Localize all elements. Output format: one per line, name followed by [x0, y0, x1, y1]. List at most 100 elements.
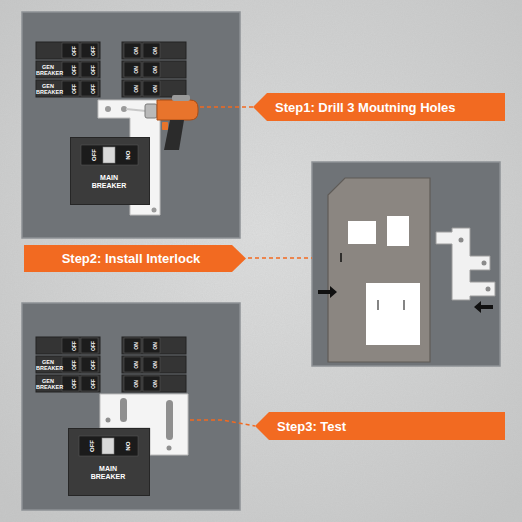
breaker-handle	[143, 357, 160, 372]
breaker-handle	[124, 357, 141, 372]
mark-line	[340, 253, 342, 262]
mounting-hole	[106, 418, 111, 423]
cover-cutout	[366, 283, 420, 345]
breaker-body	[36, 80, 100, 97]
breaker-handle	[143, 338, 160, 353]
breaker-label: GEN BREAKER	[36, 63, 60, 75]
switch-state: ON	[125, 442, 131, 451]
switch-state: OFF	[71, 46, 77, 56]
handle-state: ON	[124, 361, 142, 369]
handle-state: ON	[143, 361, 161, 369]
switch-state: OFF	[90, 360, 96, 370]
breaker-handle	[81, 43, 98, 58]
switch-state: OFF	[90, 341, 96, 351]
step-banner: Step3: Test	[255, 412, 505, 440]
breaker-handle	[81, 62, 98, 77]
drill-motor	[172, 95, 190, 101]
mounting-hole	[152, 208, 157, 213]
panel-cover	[328, 178, 430, 362]
push-arrow	[474, 301, 493, 313]
switch-state: OFF	[71, 84, 77, 94]
breaker-body	[36, 61, 100, 78]
step-label: Step2: Install Interlock	[62, 251, 201, 266]
switch-state: ON	[133, 361, 139, 369]
breaker-label: MAIN BREAKER	[85, 465, 131, 481]
breaker-body	[122, 80, 186, 97]
breaker-label: GEN BREAKER	[36, 358, 60, 370]
handle-state: OFF	[62, 84, 80, 94]
handle-state: ON	[143, 380, 161, 388]
switch-state: ON	[152, 47, 158, 55]
breaker-body	[122, 337, 186, 354]
switch-state: ON	[133, 342, 139, 350]
breaker-handle	[81, 376, 98, 391]
breaker-handle	[81, 81, 98, 96]
handle-state: OFF	[62, 341, 80, 351]
interlock-panel	[312, 162, 500, 366]
handle-state: ON	[143, 85, 161, 93]
switch-state: ON	[152, 380, 158, 388]
step-banner: Step2: Install Interlock	[24, 245, 246, 272]
switch-state: ON	[133, 47, 139, 55]
mounting-hole	[105, 106, 111, 112]
leader-line	[200, 106, 253, 108]
plate-slot	[166, 400, 173, 440]
handle-state: OFF	[62, 379, 80, 389]
switch-state: ON	[133, 66, 139, 74]
handle-state: OFF	[81, 84, 99, 94]
switch-state: OFF	[89, 440, 95, 452]
bracket-hole	[482, 261, 487, 266]
handle-state: OFF	[62, 360, 80, 370]
switch-state: OFF	[91, 149, 97, 161]
main-breaker: OFF ON MAIN BREAKER	[68, 428, 150, 496]
switch-state: ON	[125, 151, 131, 160]
breaker-label: GEN BREAKER	[36, 377, 60, 389]
handle-state: ON	[143, 342, 161, 350]
plate-slot	[120, 398, 127, 422]
breaker-body	[122, 356, 186, 373]
handle-state: OFF	[81, 360, 99, 370]
breaker-handle	[81, 357, 98, 372]
leader-line	[248, 257, 312, 259]
breaker-handle	[62, 357, 79, 372]
breaker-handle	[124, 338, 141, 353]
handle-state: OFF	[81, 65, 99, 75]
handle-state: ON	[124, 47, 142, 55]
breaker-handle	[143, 62, 160, 77]
breaker-handle	[143, 81, 160, 96]
handle-state: OFF	[81, 46, 99, 56]
switch-state: OFF	[90, 46, 96, 56]
switch-state: ON	[133, 380, 139, 388]
breaker-handle	[62, 81, 79, 96]
breaker-panel	[22, 12, 240, 238]
breaker-handle	[62, 43, 79, 58]
switch-track	[79, 436, 138, 456]
handle-state: OFF	[81, 379, 99, 389]
handle-state: ON	[124, 85, 142, 93]
breaker-body	[122, 375, 186, 392]
cutout-tick	[403, 300, 404, 310]
switch-state: ON	[152, 361, 158, 369]
breaker-body	[122, 61, 186, 78]
breaker-rows	[36, 42, 186, 392]
gen-breaker-tag: GEN BREAKER	[36, 63, 60, 75]
switch-state: OFF	[90, 84, 96, 94]
handle-state: ON	[143, 66, 161, 74]
breaker-handle	[124, 62, 141, 77]
breaker-panel	[22, 303, 240, 510]
breaker-handle	[62, 62, 79, 77]
switch-state: OFF	[71, 379, 77, 389]
switch-state: OFF	[71, 65, 77, 75]
mounting-hole	[167, 446, 172, 451]
switch-state: OFF	[90, 65, 96, 75]
handle-state: OFF	[62, 46, 80, 56]
breaker-handle	[143, 376, 160, 391]
breaker-body	[36, 337, 100, 354]
step-banner: Step1: Drill 3 Moutning Holes	[253, 93, 505, 121]
step-label: Step1: Drill 3 Moutning Holes	[275, 100, 456, 115]
breaker-handle	[62, 338, 79, 353]
breaker-body	[36, 356, 100, 373]
handle-state: ON	[143, 47, 161, 55]
breaker-handle	[62, 376, 79, 391]
